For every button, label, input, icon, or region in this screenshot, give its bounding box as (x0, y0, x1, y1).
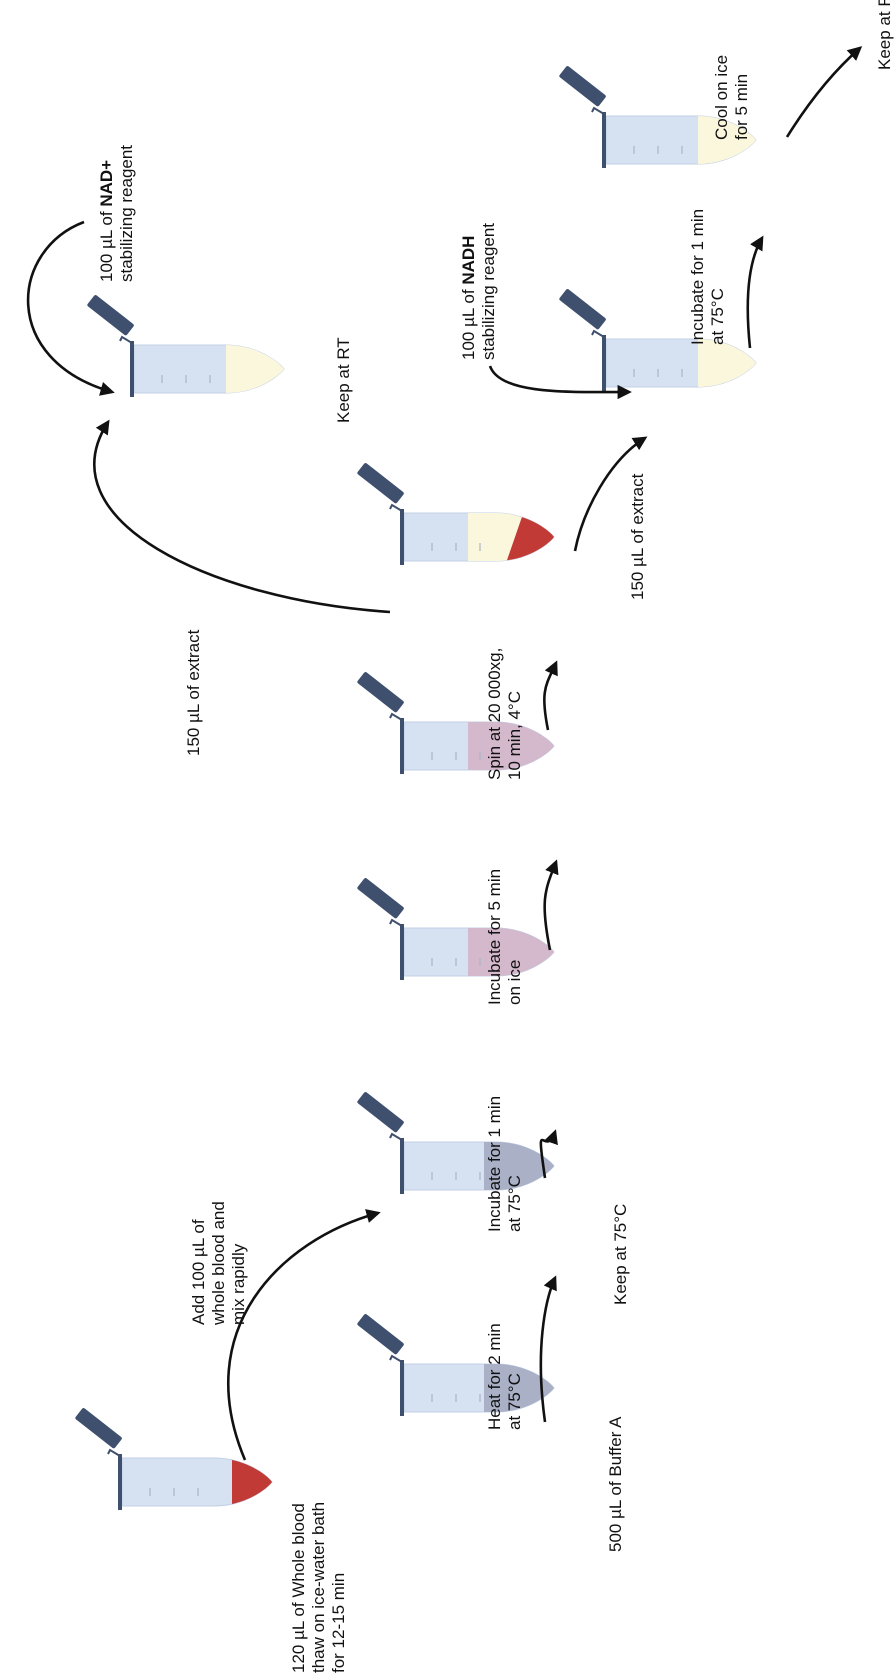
tube-cap (357, 463, 404, 504)
tube-cap (357, 672, 404, 713)
label-incubate-2: Incubate for 1 min at 75°C (688, 204, 727, 345)
arrow-extract-left (93, 419, 391, 614)
tube-cap (559, 289, 606, 330)
label-incubate-1: Incubate for 1 min at 75°C (485, 1091, 524, 1232)
arrow-extract-right (573, 436, 648, 552)
label-keep-rt-2: Keep at RT (875, 0, 894, 70)
arrow-incubate-2 (746, 235, 764, 349)
tube-buffer-a (357, 1314, 555, 1416)
tube-rim (602, 112, 606, 168)
tube-cap (357, 1314, 404, 1355)
label-keep-rt-1: Keep at RT (334, 337, 353, 423)
tube-cap (357, 1092, 404, 1133)
label-add-blood: Add 100 µL of whole blood and mix rapidl… (189, 1196, 248, 1326)
tube-nadh (559, 289, 757, 391)
tube-rim (602, 335, 606, 391)
arrows (26, 46, 863, 1461)
label-whole-blood: 120 µL of Whole blood thaw on ice-water … (289, 1497, 348, 1673)
arrow-add-blood (227, 1209, 381, 1461)
tube-rim (400, 718, 404, 774)
labels: 120 µL of Whole blood thaw on ice-water … (97, 0, 894, 1673)
tube-rim (130, 341, 134, 397)
tube-contents (232, 1458, 272, 1506)
tube-cap (75, 1408, 122, 1449)
tubes-layer (75, 66, 757, 1510)
arrow-incubate-1 (539, 1129, 558, 1179)
label-heat: Heat for 2 min at 75°C (485, 1319, 524, 1431)
tube-keep-75c (357, 1092, 555, 1194)
tube-nad-plus (87, 295, 285, 397)
tube-whole-blood (75, 1408, 273, 1510)
arrow-nadh (488, 365, 632, 400)
tube-on-ice (357, 672, 555, 774)
label-extract-left: 150 µL of extract (184, 629, 203, 756)
arrow-incubate-5 (543, 859, 559, 951)
tube-rim (400, 509, 404, 565)
tube-spun (357, 463, 555, 565)
label-cool: Cool on ice for 5 min (712, 50, 751, 140)
label-nad-plus: 100 µL of NAD+ stabilizing reagent (97, 145, 136, 282)
arrow-spin (542, 660, 558, 731)
arrow-heat (539, 1275, 557, 1423)
label-spin: Spin at 20 000xg, 10 min, 4°C (485, 643, 524, 780)
label-keep-75: Keep at 75°C (611, 1204, 630, 1305)
arrow-cool (785, 46, 863, 138)
tube-cap (87, 295, 134, 336)
arrow-nad-plus (26, 220, 115, 396)
tube-cap (357, 878, 404, 919)
label-extract-right: 150 µL of extract (628, 473, 647, 600)
label-incubate-5: Incubate for 5 min on ice (485, 864, 524, 1005)
tube-rim (118, 1454, 122, 1510)
tube-rim (400, 1138, 404, 1194)
tube-cap (559, 66, 606, 107)
tube-rim (400, 1360, 404, 1416)
tube-rim (400, 924, 404, 980)
label-nadh: 100 µL of NADH stabilizing reagent (459, 223, 498, 360)
label-buffer-a: 500 µL of Buffer A (606, 1416, 625, 1552)
tube-after-incubation (357, 878, 555, 980)
